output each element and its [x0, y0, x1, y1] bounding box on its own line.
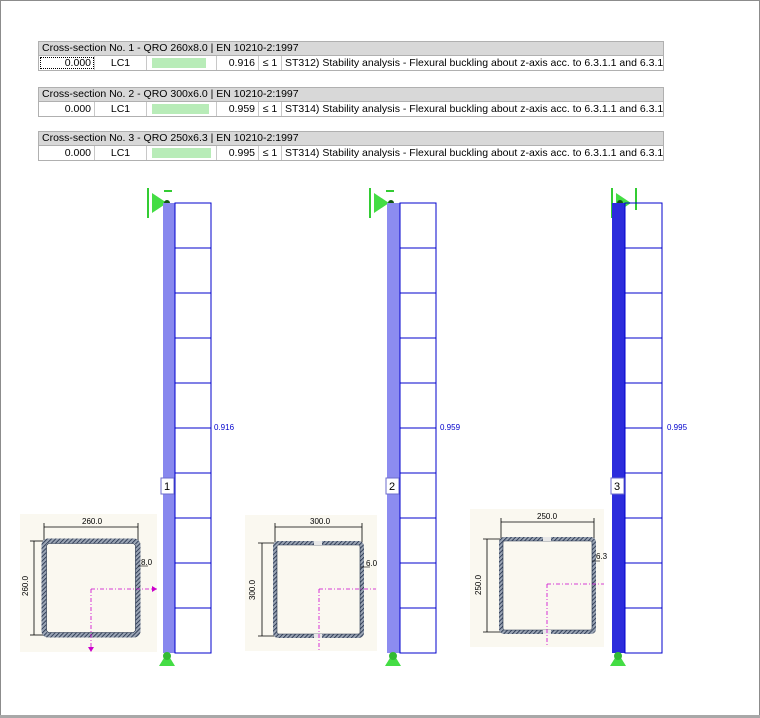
ratio-bar	[152, 58, 206, 68]
ratio-bar	[152, 148, 211, 158]
load-case-cell[interactable]: LC1	[95, 146, 147, 160]
ratio-bar-cell	[147, 146, 217, 160]
load-case-cell[interactable]: LC1	[95, 56, 147, 70]
result-table-3: Cross-section No. 3 - QRO 250x6.3 | EN 1…	[38, 131, 664, 161]
location-cell[interactable]: 0.000	[39, 146, 95, 160]
result-table-1: Cross-section No. 1 - QRO 260x8.0 | EN 1…	[38, 41, 664, 71]
table-header: Cross-section No. 3 - QRO 250x6.3 | EN 1…	[38, 131, 664, 145]
table-header: Cross-section No. 1 - QRO 260x8.0 | EN 1…	[38, 41, 664, 55]
limit-cell: ≤ 1	[259, 56, 282, 70]
table-header: Cross-section No. 2 - QRO 300x6.0 | EN 1…	[38, 87, 664, 101]
limit-cell: ≤ 1	[259, 146, 282, 160]
ratio-value-cell[interactable]: 0.959	[217, 102, 259, 116]
load-case-cell[interactable]: LC1	[95, 102, 147, 116]
window-bottom-border	[0, 715, 760, 718]
table-row[interactable]: 0.000 LC1 0.916 ≤ 1 ST312) Stability ana…	[38, 55, 664, 71]
table-row[interactable]: 0.000 LC1 0.959 ≤ 1 ST314) Stability ana…	[38, 101, 664, 117]
description-cell[interactable]: ST312) Stability analysis - Flexural buc…	[285, 57, 663, 69]
ratio-value-cell[interactable]: 0.995	[217, 146, 259, 160]
ratio-value-cell[interactable]: 0.916	[217, 56, 259, 70]
limit-cell: ≤ 1	[259, 102, 282, 116]
location-cell[interactable]: 0.000	[39, 56, 95, 70]
table-row[interactable]: 0.000 LC1 0.995 ≤ 1 ST314) Stability ana…	[38, 145, 664, 161]
ratio-bar-cell	[147, 102, 217, 116]
description-cell[interactable]: ST314) Stability analysis - Flexural buc…	[285, 103, 663, 115]
result-table-2: Cross-section No. 2 - QRO 300x6.0 | EN 1…	[38, 87, 664, 117]
description-cell[interactable]: ST314) Stability analysis - Flexural buc…	[285, 147, 663, 159]
ratio-bar	[152, 104, 209, 114]
ratio-bar-cell	[147, 56, 217, 70]
location-cell[interactable]: 0.000	[39, 102, 95, 116]
